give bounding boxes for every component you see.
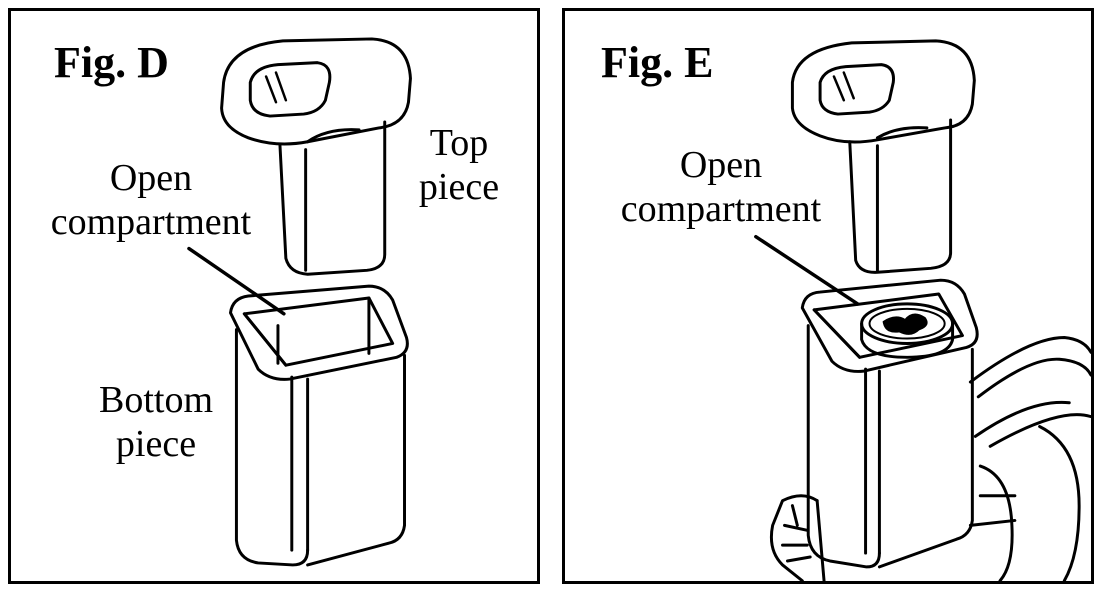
- figure-d-title: Fig. D: [54, 38, 169, 87]
- open-compartment-label: Open compartment: [601, 143, 841, 231]
- top-piece-label: Top piece: [409, 121, 509, 209]
- figure-d-panel: Fig. D Open compartment Top piece Bottom…: [8, 8, 540, 584]
- open-compartment-label-line1: Open: [679, 144, 763, 186]
- top-piece-label-line2: piece: [418, 166, 500, 208]
- open-compartment-label: Open compartment: [31, 156, 271, 244]
- open-compartment-label-line2: compartment: [50, 201, 252, 243]
- bottom-piece-label-line1: Bottom: [98, 379, 214, 421]
- figure-e-title: Fig. E: [601, 38, 714, 87]
- top-piece-lid: [220, 37, 412, 146]
- cutting-blade: [860, 302, 955, 359]
- open-compartment-pointer: [754, 234, 860, 306]
- top-piece-lid: [790, 39, 976, 144]
- bottom-piece: [800, 278, 979, 569]
- top-piece-body: [848, 118, 953, 274]
- open-compartment-label-line2: compartment: [620, 188, 822, 230]
- figure-d-illustration: [187, 37, 412, 567]
- bottom-piece-label: Bottom piece: [81, 378, 231, 466]
- open-compartment-label-line1: Open: [109, 157, 193, 199]
- machine-body: [769, 336, 1091, 581]
- top-piece-label-line1: Top: [429, 122, 489, 164]
- figure-e-illustration: [754, 39, 1091, 581]
- open-compartment-pointer: [187, 246, 286, 316]
- bottom-piece: [229, 284, 409, 567]
- bottom-piece-label-line2: piece: [115, 423, 197, 465]
- top-piece-body: [278, 120, 387, 276]
- figure-e-panel: Fig. E Open compartment: [562, 8, 1094, 584]
